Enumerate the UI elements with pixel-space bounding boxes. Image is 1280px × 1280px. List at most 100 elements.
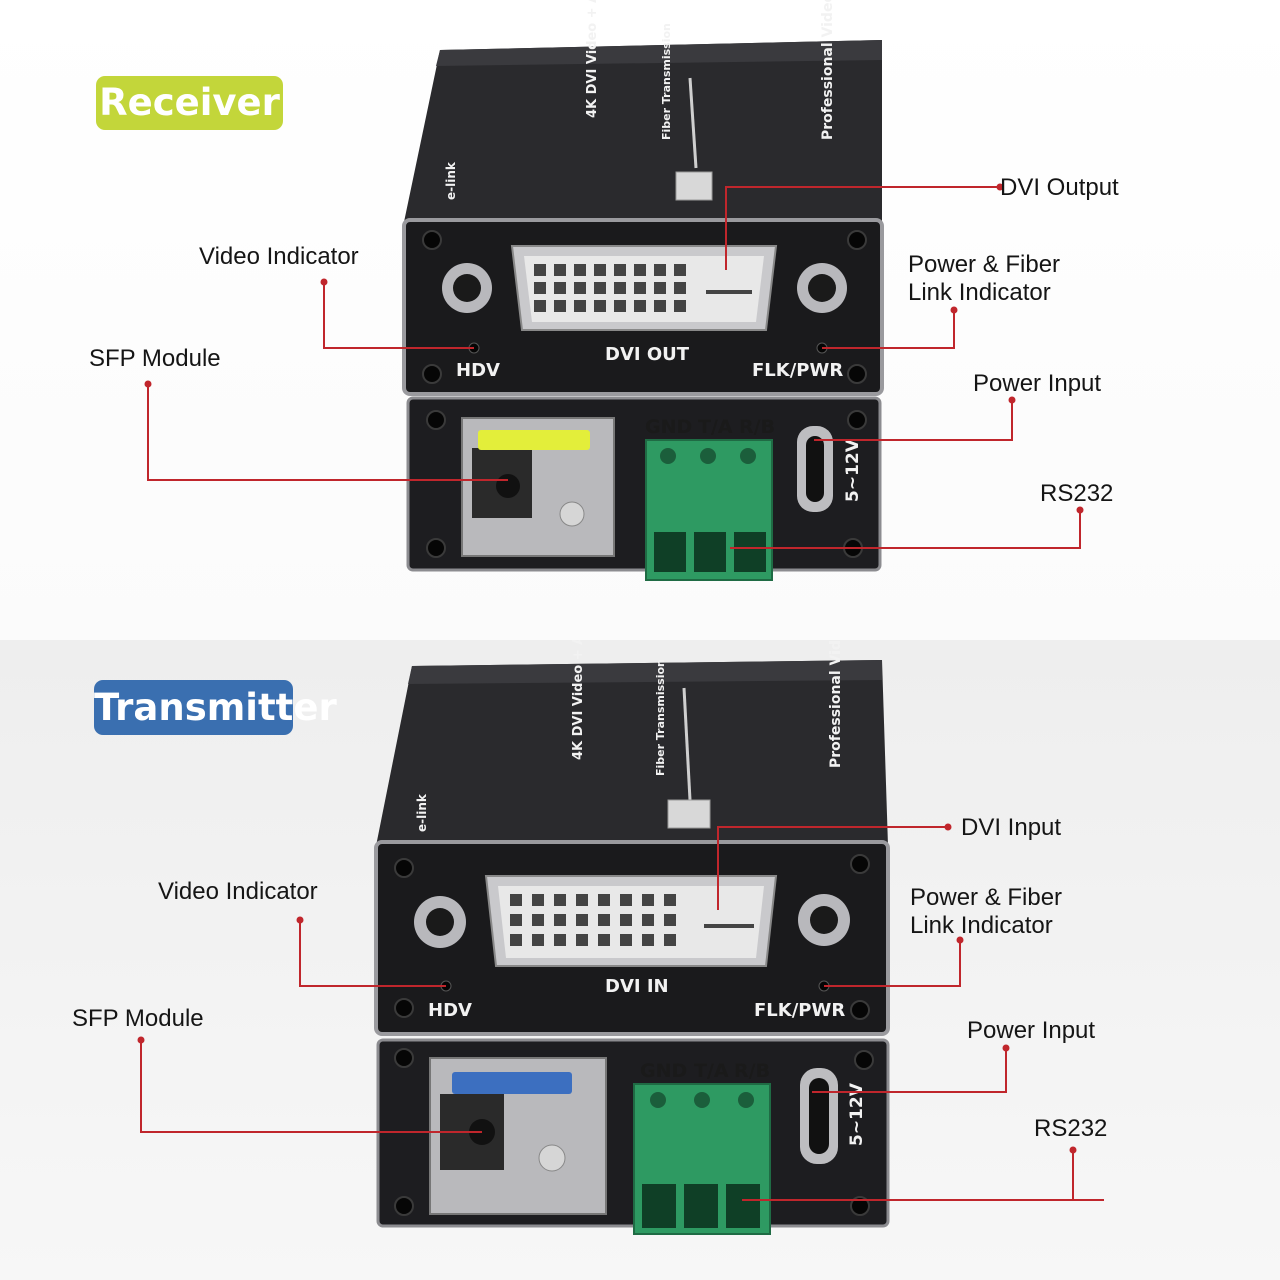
screw-icon — [422, 364, 442, 384]
video-indicator-callout: Video Indicator — [199, 243, 359, 270]
dvi-pin — [654, 300, 666, 312]
dvi-pin — [594, 264, 606, 276]
dvi-port-label: DVI IN — [605, 976, 669, 997]
dvi-output-callout: DVI Output — [1000, 174, 1119, 201]
receiver-panel: Receiver — [0, 0, 1280, 640]
brand-logo-text: e-link — [415, 793, 429, 832]
device-subtitle-text: Fiber Transmission — [660, 23, 673, 140]
dvi-pin — [534, 300, 546, 312]
dvi-pin — [654, 282, 666, 294]
dvi-pin — [674, 300, 686, 312]
dvi-pin — [574, 282, 586, 294]
dvi-pin — [554, 282, 566, 294]
power-voltage-label: 5~12V — [843, 438, 863, 502]
dvi-pin — [510, 934, 522, 946]
dvi-pin — [634, 282, 646, 294]
sfp-module-callout: SFP Module — [89, 345, 221, 372]
dvi-pin — [598, 934, 610, 946]
dvi-pin — [620, 914, 632, 926]
dvi-pin — [532, 914, 544, 926]
receiver-housing-top — [404, 40, 882, 222]
dvi-pin — [510, 894, 522, 906]
device-model-text: 4K DVI Video + Audio — [585, 0, 600, 118]
dvi-pin — [534, 264, 546, 276]
screw-icon — [854, 1050, 874, 1070]
dvi-pin — [554, 894, 566, 906]
dvi-pin — [594, 282, 606, 294]
dvi-pin — [598, 894, 610, 906]
transmitter-housing-top — [376, 660, 888, 846]
dvi-pin — [634, 300, 646, 312]
dvi-pin — [664, 894, 676, 906]
dvi-pin — [594, 300, 606, 312]
screw-icon — [847, 364, 867, 384]
flk-pwr-led-label: FLK/PWR — [754, 1000, 845, 1021]
dvi-pin — [576, 934, 588, 946]
terminal-ta-label: T/A — [694, 1060, 729, 1082]
flk-pwr-led-label: FLK/PWR — [752, 360, 843, 381]
dvi-pin — [574, 300, 586, 312]
dvi-pin — [554, 300, 566, 312]
hdv-led-label: HDV — [456, 360, 500, 381]
receiver-badge: Receiver — [96, 76, 283, 130]
dvi-pin — [576, 914, 588, 926]
video-indicator-callout: Video Indicator — [158, 878, 318, 905]
dvi-pin — [614, 282, 626, 294]
dvi-pin — [614, 264, 626, 276]
screw-icon — [394, 998, 414, 1018]
dvi-pin — [532, 934, 544, 946]
dvi-pin — [664, 914, 676, 926]
rs232-callout: RS232 — [1034, 1115, 1108, 1142]
brand-logo-text: e-link — [444, 161, 458, 200]
terminal-ta-label: T/A — [698, 416, 733, 438]
power-fiber-callout-line2: Link Indicator — [908, 279, 1051, 306]
terminal-gnd-label: GND — [640, 1060, 687, 1082]
sfp-latch-icon — [478, 430, 590, 450]
screw-icon — [847, 410, 867, 430]
dvi-pin — [620, 894, 632, 906]
dvi-pin — [554, 934, 566, 946]
dvi-pin — [554, 914, 566, 926]
dvi-pin — [532, 894, 544, 906]
power-voltage-label: 5~12V — [847, 1082, 867, 1146]
power-fiber-callout-line2: Link Indicator — [910, 912, 1053, 939]
sfp-module-callout: SFP Module — [72, 1005, 204, 1032]
sfp-latch-icon — [452, 1072, 572, 1094]
screw-icon — [426, 538, 446, 558]
dvi-pin — [642, 934, 654, 946]
screw-icon — [394, 1048, 414, 1068]
dvi-pin — [598, 914, 610, 926]
power-input-callout: Power Input — [967, 1017, 1096, 1044]
screw-icon — [422, 230, 442, 250]
screw-icon — [394, 1196, 414, 1216]
screw-icon — [394, 858, 414, 878]
dvi-pin — [620, 934, 632, 946]
dvi-pin — [664, 934, 676, 946]
dvi-pin — [674, 264, 686, 276]
dvi-pin — [534, 282, 546, 294]
dvi-pin — [642, 894, 654, 906]
screw-icon — [850, 854, 870, 874]
dvi-pin — [674, 282, 686, 294]
receiver-device-diagram: 4K DVI Video + Audio Fiber Transmission … — [144, 0, 1084, 581]
dvi-pin — [654, 264, 666, 276]
transmitter-panel: Transmitter 4K DVI Video + Audio F — [0, 640, 1280, 1280]
power-fiber-callout-line1: Power & Fiber — [908, 251, 1061, 278]
terminal-gnd-label: GND — [645, 416, 692, 438]
screw-icon — [850, 1000, 870, 1020]
screw-icon — [847, 230, 867, 250]
dvi-input-callout: DVI Input — [961, 814, 1062, 841]
rs232-callout: RS232 — [1040, 480, 1114, 507]
terminal-rb-label: R/B — [734, 1060, 770, 1082]
dvi-port-label: DVI OUT — [605, 344, 690, 365]
dvi-pin — [614, 300, 626, 312]
device-tagline-text: Professional Video Solution — [828, 640, 844, 768]
device-model-text: 4K DVI Video + Audio — [571, 640, 586, 760]
dvi-pin — [554, 264, 566, 276]
dvi-pin — [574, 264, 586, 276]
power-fiber-callout-line1: Power & Fiber — [910, 884, 1063, 911]
device-tagline-text: Professional Video Solution — [820, 0, 836, 140]
dvi-pin — [576, 894, 588, 906]
dvi-pin — [642, 914, 654, 926]
transmitter-device-diagram: 4K DVI Video + Audio Fiber Transmission … — [137, 640, 1104, 1235]
